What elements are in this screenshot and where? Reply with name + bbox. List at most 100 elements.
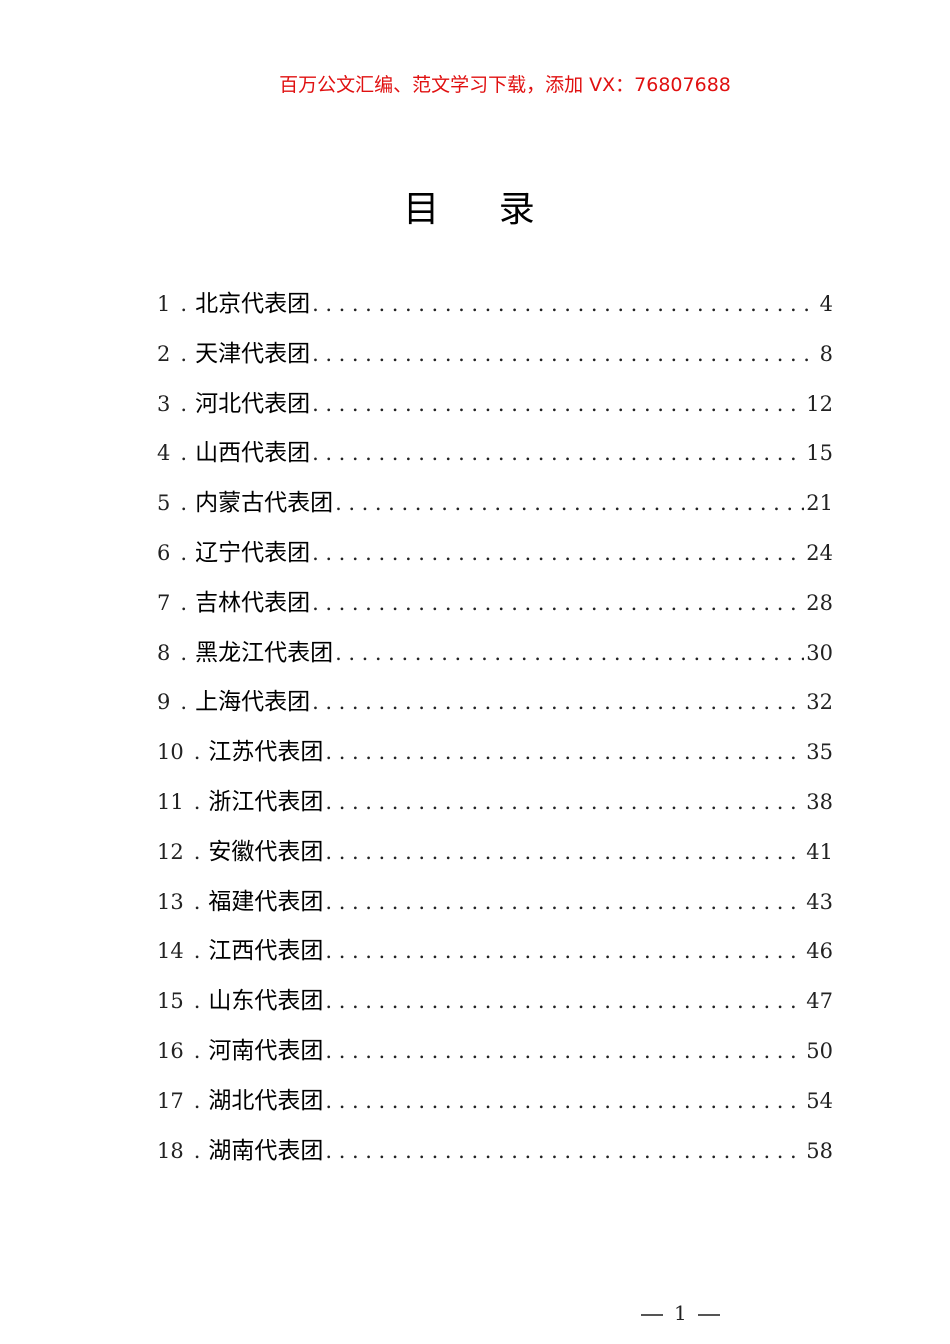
toc-dot-leader xyxy=(312,330,818,380)
toc-dot-leader xyxy=(325,927,804,977)
toc-entry-separator: . xyxy=(193,989,201,1014)
toc-entry[interactable]: 12 . 安徽代表团 41 xyxy=(157,828,833,878)
toc-entry-separator: . xyxy=(193,939,201,964)
toc-dot-leader xyxy=(325,878,804,928)
toc-entry[interactable]: 9 . 上海代表团 32 xyxy=(157,678,833,728)
toc-entry-number: 15 xyxy=(157,989,184,1014)
toc-dot-leader xyxy=(312,579,804,629)
toc-dot-leader xyxy=(312,678,804,728)
toc-entry-number: 16 xyxy=(157,1038,184,1063)
toc-entry[interactable]: 17 . 湖北代表团 54 xyxy=(157,1077,833,1127)
table-of-contents: 1 . 北京代表团 4 2 . 天津代表团 8 3 . 河北代表团 12 4 .… xyxy=(157,280,833,1176)
toc-entry[interactable]: 8 . 黑龙江代表团 30 xyxy=(157,629,833,679)
toc-entry-label[interactable]: 黑龙江代表团 xyxy=(195,639,334,666)
toc-entry-number: 5 xyxy=(157,491,171,516)
toc-entry-page-number: 47 xyxy=(806,989,833,1014)
toc-entry-page-number: 30 xyxy=(806,640,833,665)
toc-entry[interactable]: 11 . 浙江代表团 38 xyxy=(157,778,833,828)
toc-entry-number: 7 xyxy=(157,590,171,615)
toc-entry-page-number: 32 xyxy=(806,690,833,715)
toc-entry-separator: . xyxy=(180,690,188,715)
toc-entry-number: 11 xyxy=(157,789,184,814)
toc-entry-label[interactable]: 河南代表团 xyxy=(208,1037,324,1064)
toc-entry-separator: . xyxy=(180,341,188,366)
toc-entry-number: 13 xyxy=(157,889,184,914)
toc-entry-page-number: 8 xyxy=(819,341,833,366)
toc-entry-page-number: 41 xyxy=(806,839,833,864)
toc-entry-separator: . xyxy=(180,640,188,665)
toc-entry-page-number: 50 xyxy=(806,1038,833,1063)
toc-entry-number: 1 xyxy=(157,292,171,316)
toc-entry-page-number: 38 xyxy=(806,789,833,814)
toc-entry-separator: . xyxy=(193,789,201,814)
toc-dot-leader xyxy=(325,977,804,1027)
toc-entry-page-number: 21 xyxy=(806,491,833,516)
toc-dot-leader xyxy=(312,529,804,579)
toc-entry-label[interactable]: 吉林代表团 xyxy=(195,589,311,616)
toc-entry[interactable]: 2 . 天津代表团 8 xyxy=(157,330,833,380)
em-dash-left xyxy=(641,1313,663,1316)
toc-entry[interactable]: 15 . 山东代表团 47 xyxy=(157,977,833,1027)
toc-entry-label[interactable]: 湖南代表团 xyxy=(208,1137,324,1164)
toc-entry-label[interactable]: 浙江代表团 xyxy=(208,788,324,815)
toc-entry-number: 12 xyxy=(157,839,184,864)
toc-entry-separator: . xyxy=(180,292,188,316)
toc-entry-separator: . xyxy=(193,1038,201,1063)
toc-entry[interactable]: 1 . 北京代表团 4 xyxy=(157,280,833,330)
toc-entry-label[interactable]: 湖北代表团 xyxy=(208,1087,324,1114)
toc-entry-label[interactable]: 江苏代表团 xyxy=(208,739,324,766)
toc-entry[interactable]: 10 . 江苏代表团 35 xyxy=(157,728,833,778)
toc-entry[interactable]: 16 . 河南代表团 50 xyxy=(157,1027,833,1077)
toc-entry-page-number: 24 xyxy=(806,540,833,565)
toc-entry-separator: . xyxy=(193,740,201,765)
toc-entry-separator: . xyxy=(193,839,201,864)
toc-dot-leader xyxy=(325,828,804,878)
toc-entry-page-number: 15 xyxy=(806,441,833,466)
toc-entry-label[interactable]: 辽宁代表团 xyxy=(195,539,311,566)
toc-entry[interactable]: 6 . 辽宁代表团 24 xyxy=(157,529,833,579)
page-title: 目 录 xyxy=(403,189,559,230)
toc-entry-number: 2 xyxy=(157,341,171,366)
toc-entry-label[interactable]: 内蒙古代表团 xyxy=(195,490,334,517)
toc-dot-leader xyxy=(312,429,804,479)
toc-entry-separator: . xyxy=(180,441,188,466)
toc-entry-number: 4 xyxy=(157,441,171,466)
toc-entry[interactable]: 4 . 山西代表团 15 xyxy=(157,429,833,479)
toc-entry-label[interactable]: 山西代表团 xyxy=(195,440,311,467)
toc-entry[interactable]: 14 . 江西代表团 46 xyxy=(157,927,833,977)
toc-dot-leader xyxy=(325,1127,804,1177)
toc-entry-number: 8 xyxy=(157,640,171,665)
toc-dot-leader xyxy=(325,1077,804,1127)
toc-entry[interactable]: 7 . 吉林代表团 28 xyxy=(157,579,833,629)
toc-entry-number: 9 xyxy=(157,690,171,715)
toc-entry-label[interactable]: 上海代表团 xyxy=(195,689,311,716)
toc-entry-separator: . xyxy=(193,1138,201,1163)
footer-page-number: 1 xyxy=(630,1301,731,1325)
toc-entry-label[interactable]: 北京代表团 xyxy=(195,291,311,317)
toc-entry-page-number: 46 xyxy=(806,939,833,964)
toc-entry-separator: . xyxy=(180,540,188,565)
toc-entry[interactable]: 3 . 河北代表团 12 xyxy=(157,380,833,430)
toc-entry-separator: . xyxy=(193,1088,201,1113)
watermark-header-note: 百万公文汇编、范文学习下载，添加 VX：76807688 xyxy=(279,74,731,96)
toc-entry-label[interactable]: 山东代表团 xyxy=(208,988,324,1015)
toc-entry-page-number: 54 xyxy=(806,1088,833,1113)
toc-dot-leader xyxy=(335,629,804,679)
toc-entry-page-number: 43 xyxy=(806,889,833,914)
toc-entry-number: 3 xyxy=(157,391,171,416)
toc-dot-leader xyxy=(325,1027,804,1077)
toc-dot-leader xyxy=(312,380,804,430)
toc-entry-label[interactable]: 河北代表团 xyxy=(195,390,311,417)
toc-entry-separator: . xyxy=(180,391,188,416)
toc-entry-page-number: 58 xyxy=(806,1138,833,1163)
toc-entry-label[interactable]: 江西代表团 xyxy=(208,938,324,965)
toc-entry[interactable]: 13 . 福建代表团 43 xyxy=(157,878,833,928)
toc-entry-label[interactable]: 安徽代表团 xyxy=(208,838,324,865)
toc-entry-label[interactable]: 天津代表团 xyxy=(195,340,311,367)
toc-entry[interactable]: 5 . 内蒙古代表团 21 xyxy=(157,479,833,529)
toc-entry-label[interactable]: 福建代表团 xyxy=(208,888,324,915)
toc-entry-page-number: 28 xyxy=(806,590,833,615)
toc-entry-number: 6 xyxy=(157,540,171,565)
toc-entry-number: 10 xyxy=(157,740,184,765)
toc-entry[interactable]: 18 . 湖南代表团 58 xyxy=(157,1127,833,1177)
